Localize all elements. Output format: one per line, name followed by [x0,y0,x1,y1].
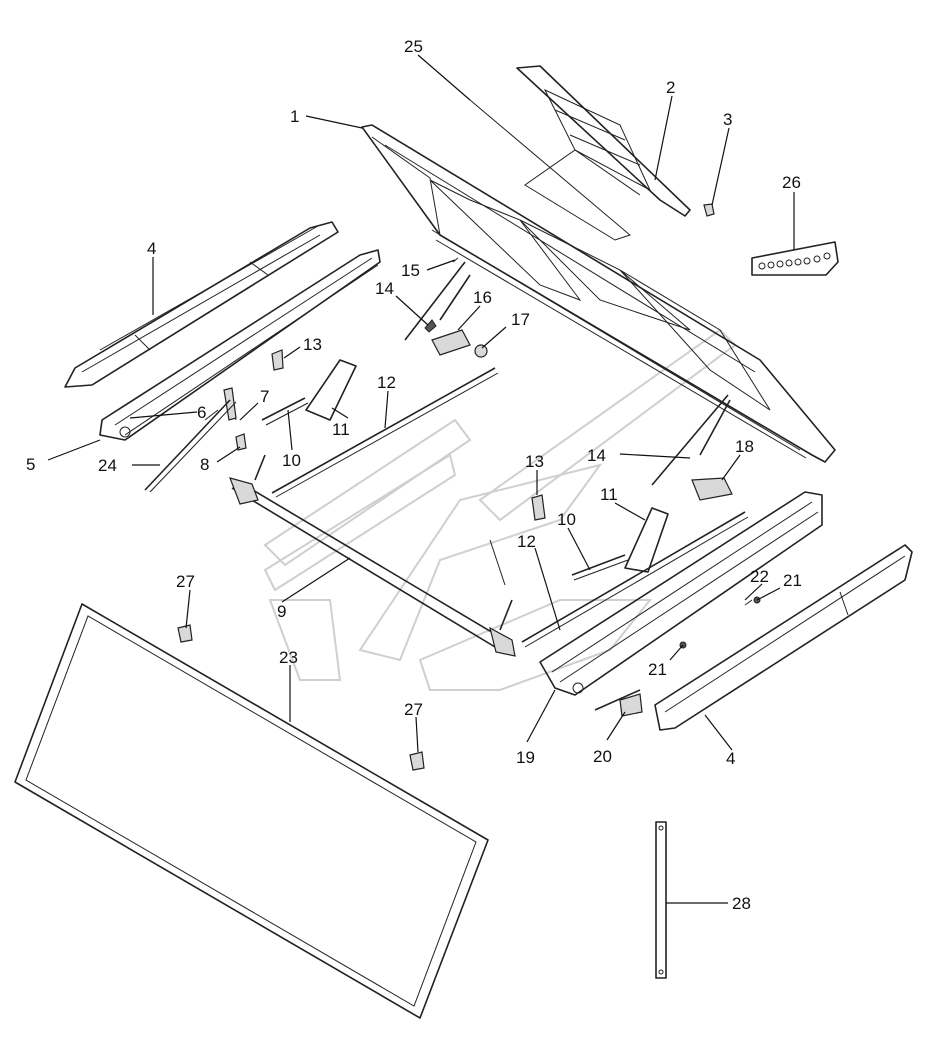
part-16-hinge-bracket [431,329,471,356]
callout-6: 6 [197,403,206,422]
callout-18: 18 [735,437,754,456]
callout-21-lower: 21 [648,660,667,679]
callout-4-right: 4 [726,749,735,768]
callout-14-upper: 14 [375,279,394,298]
callout-12-upper: 12 [377,373,396,392]
part-11-bracket-right [624,507,669,573]
part-3-clip [703,203,715,217]
callout-9: 9 [277,602,286,621]
part-24-gas-strut-left [144,399,237,493]
part-13-bracket-left [271,349,284,371]
callout-1: 1 [290,107,299,126]
part-11-bracket-left [305,359,357,421]
callout-11-left: 11 [332,420,350,439]
part-23-lower-panel [14,603,489,1019]
part-12-rod-upper [271,367,499,498]
part-10-threaded-rod-left [261,397,309,426]
part-13-bracket-right [531,494,546,521]
callout-28: 28 [732,894,751,913]
part-4-side-cover-left [64,221,339,388]
callout-7: 7 [260,387,269,406]
part-19-side-rail-right [539,491,823,696]
callout-19: 19 [516,748,535,767]
leader-lines [47,54,795,904]
callout-13-right: 13 [525,452,544,471]
part-10-threaded-rod-right [571,554,629,581]
part-20-lock [594,689,643,717]
callout-22: 22 [750,567,769,586]
part-28-strap [655,821,667,979]
part-17-bushing [474,344,488,358]
callout-4-left: 4 [147,239,156,258]
part-18-hinge-bracket [691,477,733,501]
callout-26: 26 [782,173,801,192]
callout-5: 5 [26,455,35,474]
part-14-gas-strut-right [651,394,731,486]
part-6-pin [204,409,219,421]
callout-24: 24 [98,456,117,475]
callout-16: 16 [473,288,492,307]
callout-labels: 25 2 1 3 26 4 15 14 16 17 13 12 7 6 11 5… [26,37,802,913]
callout-10-left: 10 [282,451,301,470]
callout-12-lower: 12 [517,532,536,551]
callout-21-upper: 21 [783,571,802,590]
callout-27-upper: 27 [176,572,195,591]
part-27-clip-upper [177,624,193,643]
part-26-connector-plate [751,241,839,276]
part-5-side-rail-left [99,249,381,441]
callout-23: 23 [279,648,298,667]
part-2-window-frame [516,65,691,217]
callout-25: 25 [404,37,423,56]
callout-15: 15 [401,261,420,280]
part-12-rod-lower [521,511,749,648]
callout-10-right: 10 [557,510,576,529]
part-8-spring [235,433,247,451]
part-14-gas-strut-upper [404,261,471,341]
callout-17: 17 [511,310,530,329]
callout-20: 20 [593,747,612,766]
callout-11-right: 11 [600,485,618,504]
part-9-crossbar [229,454,516,657]
callout-2: 2 [666,78,675,97]
part-22-pin [744,599,753,606]
part-1-upper-frame [361,124,836,463]
part-7-spring [223,387,237,421]
part-25-wire-frame [469,99,641,241]
part-4-side-cover-right [654,544,913,731]
part-27-clip-lower [409,751,425,771]
part-15-pin [452,257,459,263]
callout-8: 8 [200,455,209,474]
callout-13-left: 13 [303,335,322,354]
callout-3: 3 [723,110,732,129]
callout-27-lower: 27 [404,700,423,719]
callout-14-right: 14 [587,446,606,465]
